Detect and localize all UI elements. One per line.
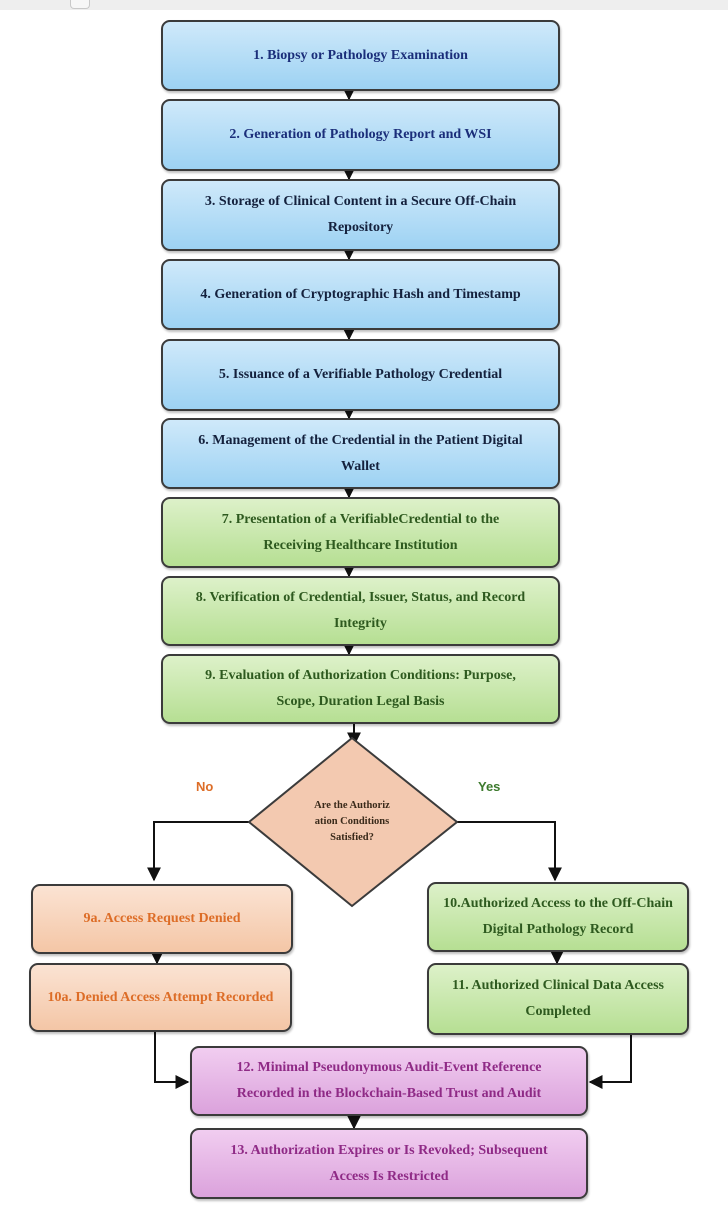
step-1-box: 1. Biopsy or Pathology Examination (161, 20, 560, 91)
step-7-label: 7. Presentation of a VerifiableCredentia… (221, 511, 500, 553)
yes-branch-label: Yes (478, 779, 501, 794)
step-3-box: 3. Storage of Clinical Content in a Secu… (161, 179, 560, 251)
step-10-label: 10.Authorized Access to the Off-Chain Di… (443, 896, 673, 937)
window-tab[interactable] (70, 0, 90, 9)
step-12-box: 12. Minimal Pseudonymous Audit-Event Ref… (190, 1046, 588, 1116)
step-10a-label: 10a. Denied Access Attempt Recorded (47, 989, 274, 1005)
step-9a-label: 9a. Access Request Denied (83, 911, 241, 926)
arrow-10a-12 (154, 1032, 190, 1089)
step-5-label: 5. Issuance of a Verifiable Pathology Cr… (218, 367, 503, 382)
decision-node: Are the Authorization Conditions Satisfi… (257, 748, 447, 896)
step-7-box: 7. Presentation of a VerifiableCredentia… (161, 497, 560, 568)
step-10-box: 10.Authorized Access to the Off-Chain Di… (427, 882, 689, 952)
arrow-11-12 (588, 1035, 632, 1089)
step-13-label: 13. Authorization Expires or Is Revoked;… (230, 1142, 548, 1184)
decision-diamond (247, 736, 459, 908)
step-4-label: 4. Generation of Cryptographic Hash and … (200, 286, 521, 302)
step-8-label: 8. Verification of Credential, Issuer, S… (195, 590, 526, 631)
step-2-label: 2. Generation of Pathology Report and WS… (229, 127, 492, 142)
step-2-box: 2. Generation of Pathology Report and WS… (161, 99, 560, 171)
step-8-box: 8. Verification of Credential, Issuer, S… (161, 576, 560, 646)
step-4-box: 4. Generation of Cryptographic Hash and … (161, 259, 560, 330)
step-9-label: 9. Evaluation of Authorization Condition… (205, 668, 516, 709)
no-branch-label: No (196, 779, 214, 794)
step-12-label: 12. Minimal Pseudonymous Audit-Event Ref… (236, 1060, 542, 1101)
step-9a-box: 9a. Access Request Denied (31, 884, 293, 954)
step-11-label: 11. Authorized Clinical Data Access Comp… (452, 978, 664, 1019)
decision-question: Are the Authorization Conditions Satisfi… (314, 800, 390, 843)
arrow-no-branch (147, 821, 255, 882)
step-1-label: 1. Biopsy or Pathology Examination (253, 47, 468, 63)
step-6-box: 6. Management of the Credential in the P… (161, 418, 560, 489)
step-6-label: 6. Management of the Credential in the P… (198, 432, 523, 474)
window-top-bar (0, 0, 728, 10)
step-13-box: 13. Authorization Expires or Is Revoked;… (190, 1128, 588, 1199)
step-9-box: 9. Evaluation of Authorization Condition… (161, 654, 560, 724)
step-10a-box: 10a. Denied Access Attempt Recorded (29, 963, 292, 1032)
step-3-label: 3. Storage of Clinical Content in a Secu… (204, 194, 517, 235)
arrow-yes-branch (454, 821, 562, 882)
step-11-box: 11. Authorized Clinical Data Access Comp… (427, 963, 689, 1035)
step-5-box: 5. Issuance of a Verifiable Pathology Cr… (161, 339, 560, 411)
